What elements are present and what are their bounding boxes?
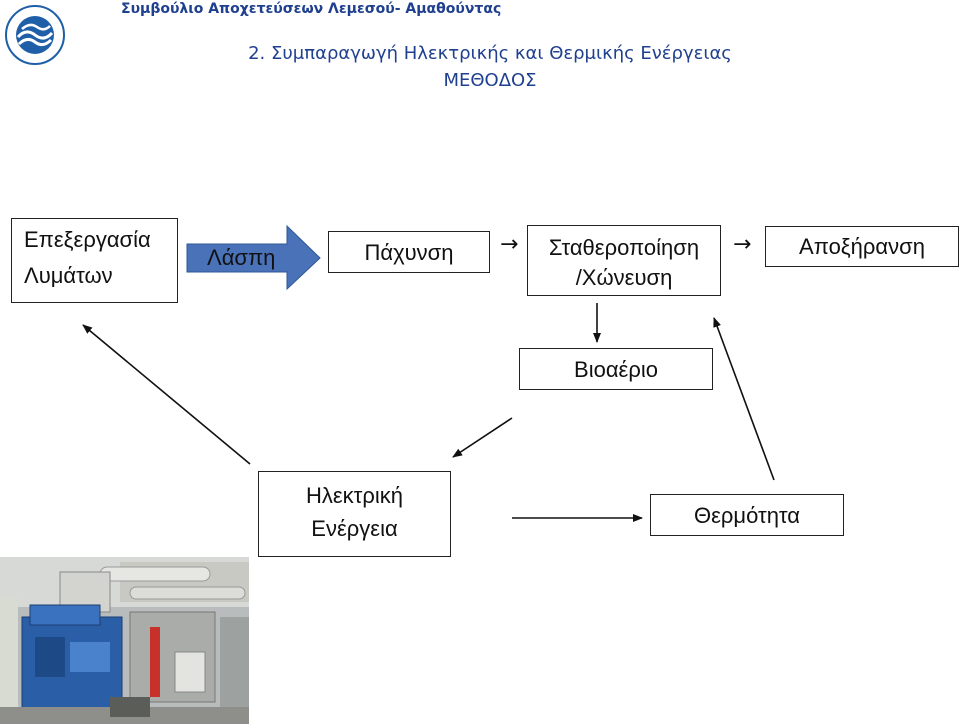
arrow-thickening-to-digestion: → <box>500 232 519 257</box>
drying-box: Αποξήρανση <box>765 226 959 267</box>
electricity-line1: Ηλεκτρική <box>305 483 404 508</box>
electricity-line2: Ενέργεια <box>311 516 398 541</box>
arrow-digestion-to-drying: → <box>733 232 752 257</box>
stabilization-digestion-box: Σταθεροποίηση /Χώνευση <box>527 225 721 296</box>
wastewater-treatment-line2: Λυμάτων <box>24 263 113 288</box>
electricity-box: Ηλεκτρική Ενέργεια <box>258 471 451 557</box>
stabilization-line2: /Χώνευση <box>575 265 673 290</box>
heat-box: Θερμότητα <box>650 494 844 536</box>
sludge-label: Λάσπη <box>207 245 276 270</box>
thickening-label: Πάχυνση <box>364 240 454 265</box>
biogas-box: Βιοαέριο <box>519 348 713 390</box>
slide-title: ΜΕΘΟΔΟΣ <box>443 70 537 91</box>
arrow-electricity-to-treatment <box>82 324 251 465</box>
wastewater-treatment-line1: Επεξεργασία <box>24 227 151 252</box>
thickening-box: Πάχυνση <box>328 231 490 273</box>
arrow-heat-to-digestion <box>713 317 775 481</box>
slide-subtitle: 2. Συμπαραγωγή Ηλεκτρικής και Θερμικής Ε… <box>248 43 732 64</box>
stabilization-line1: Σταθεροποίηση <box>548 235 700 260</box>
biogas-label: Βιοαέριο <box>574 357 658 382</box>
drying-label: Αποξήρανση <box>799 234 925 259</box>
arrow-biogas-to-electricity <box>452 417 513 458</box>
wastewater-treatment-box: Επεξεργασία Λυμάτων <box>11 218 178 303</box>
organization-name: Συμβούλιο Αποχετεύσεων Λεμεσού- Αμαθούντ… <box>121 1 502 17</box>
heat-label: Θερμότητα <box>693 503 801 528</box>
chp-plant-photo <box>0 557 249 724</box>
sewerage-board-logo <box>4 4 66 66</box>
